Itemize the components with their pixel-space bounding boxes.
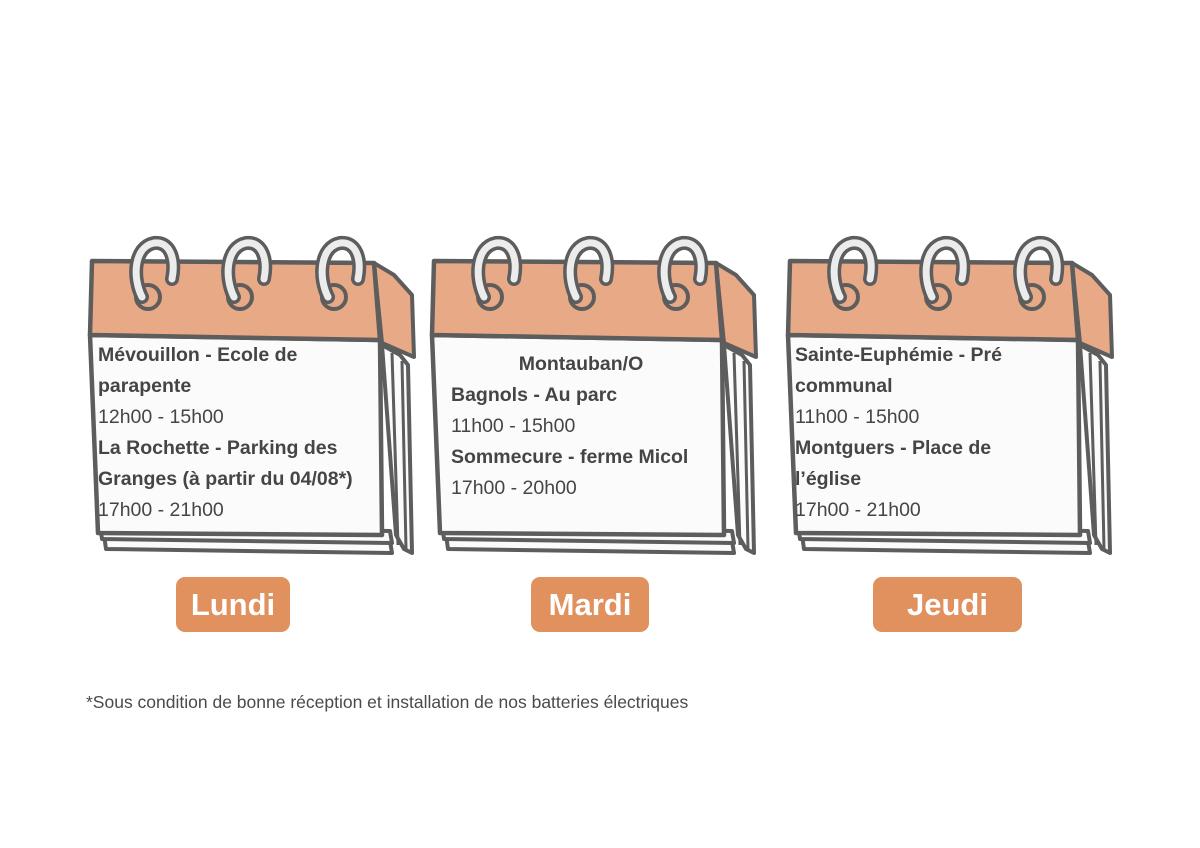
calendar-icon [429, 235, 758, 555]
calendar-icon [785, 235, 1114, 555]
footnote: *Sous condition de bonne réception et in… [86, 692, 689, 712]
calendar-jeudi: Sainte-Euphémie - Pré communal 11h00 - 1… [780, 205, 1130, 575]
calendar-lundi: Mévouillon - Ecole de parapente 12h00 - … [82, 205, 432, 575]
entry-time: 11h00 - 15h00 [795, 406, 920, 428]
calendar-content: Sainte-Euphémie - Pré communal 11h00 - 1… [795, 340, 1045, 526]
calendar-content: Montauban/O Bagnols - Au parc 11h00 - 15… [451, 349, 741, 504]
day-badge-mardi: Mardi [531, 577, 649, 632]
entry-place: Mévouillon - Ecole de parapente [98, 344, 298, 397]
day-badge-jeudi: Jeudi [873, 577, 1022, 632]
day-badge-lundi: Lundi [176, 577, 290, 632]
entry-time: 17h00 - 21h00 [795, 499, 921, 521]
entry-time: 12h00 - 15h00 [98, 406, 224, 428]
calendar-mardi: Montauban/O Bagnols - Au parc 11h00 - 15… [424, 205, 774, 575]
town-heading: Montauban/O [518, 353, 644, 375]
entry-place: Sainte-Euphémie - Pré communal [795, 344, 1002, 397]
entry-place: Sommecure - ferme Micol [451, 446, 689, 468]
entry-place: Montguers - Place de l’église [795, 437, 992, 490]
calendar-icon [87, 235, 416, 555]
entry-time: 17h00 - 21h00 [98, 499, 224, 521]
entry-place: Bagnols - Au parc [451, 384, 618, 406]
entry-time: 11h00 - 15h00 [451, 415, 576, 437]
entry-place: La Rochette - Parking des Granges (à par… [98, 437, 353, 490]
entry-time: 17h00 - 20h00 [451, 477, 577, 499]
calendar-content: Mévouillon - Ecole de parapente 12h00 - … [98, 340, 388, 526]
